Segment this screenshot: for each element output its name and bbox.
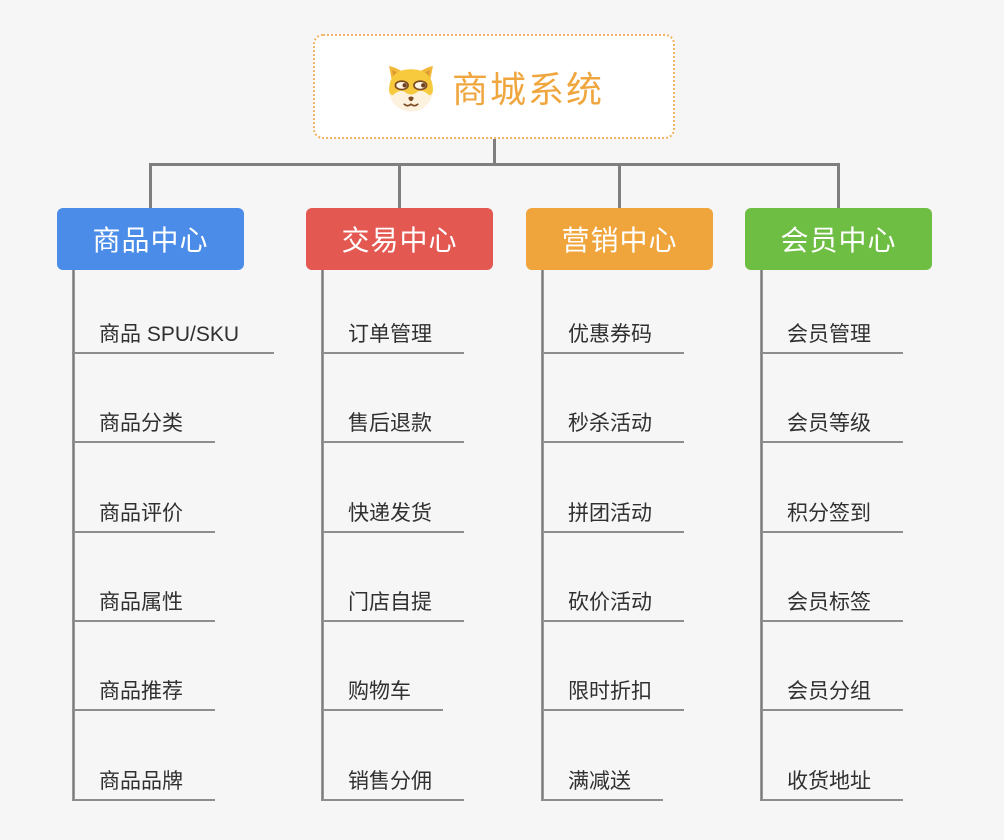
child-node[interactable]: 积分签到 xyxy=(760,500,903,533)
root-node[interactable]: 商城系统 xyxy=(313,34,675,139)
child-node[interactable]: 商品 SPU/SKU xyxy=(72,321,274,354)
child-node[interactable]: 秒杀活动 xyxy=(541,410,684,443)
child-node[interactable]: 销售分佣 xyxy=(321,768,464,801)
dog-face-icon xyxy=(389,65,433,111)
branch-label: 商品中心 xyxy=(92,225,209,256)
child-node[interactable]: 砍价活动 xyxy=(541,589,684,622)
child-node[interactable]: 商品分类 xyxy=(72,410,215,443)
child-node[interactable]: 收货地址 xyxy=(760,768,903,801)
child-node[interactable]: 商品评价 xyxy=(72,500,215,533)
child-node[interactable]: 商品品牌 xyxy=(72,768,215,801)
branch-label: 交易中心 xyxy=(341,225,458,256)
branch-label: 会员中心 xyxy=(780,225,897,256)
child-node[interactable]: 限时折扣 xyxy=(541,678,684,711)
branch-node-4[interactable]: 会员中心 xyxy=(745,208,932,270)
child-node[interactable]: 购物车 xyxy=(321,678,443,711)
child-node[interactable]: 满减送 xyxy=(541,768,663,801)
child-node[interactable]: 会员等级 xyxy=(760,410,903,443)
child-node[interactable]: 商品属性 xyxy=(72,589,215,622)
child-node[interactable]: 会员管理 xyxy=(760,321,903,354)
child-node[interactable]: 门店自提 xyxy=(321,589,464,622)
branch-node-2[interactable]: 交易中心 xyxy=(306,208,493,270)
child-node[interactable]: 会员标签 xyxy=(760,589,903,622)
child-node[interactable]: 会员分组 xyxy=(760,678,903,711)
child-node[interactable]: 商品推荐 xyxy=(72,678,215,711)
child-node[interactable]: 拼团活动 xyxy=(541,500,684,533)
branch-label: 营销中心 xyxy=(561,225,678,256)
root-title: 商城系统 xyxy=(451,68,604,110)
child-node[interactable]: 快递发货 xyxy=(321,500,464,533)
child-node[interactable]: 优惠券码 xyxy=(541,321,684,354)
child-node[interactable]: 订单管理 xyxy=(321,321,464,354)
branch-node-3[interactable]: 营销中心 xyxy=(526,208,713,270)
child-node[interactable]: 售后退款 xyxy=(321,410,464,443)
branch-node-1[interactable]: 商品中心 xyxy=(57,208,244,270)
